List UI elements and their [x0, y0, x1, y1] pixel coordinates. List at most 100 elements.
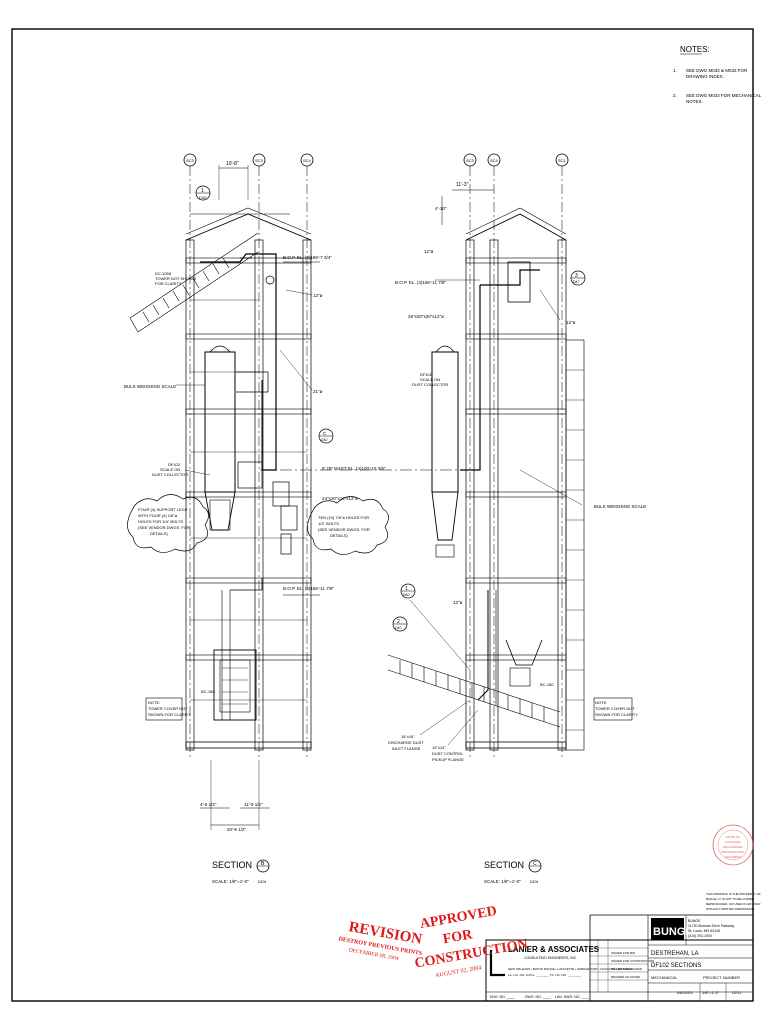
seal-note-4: WITHOUT WRITTEN PERMISSION. — [706, 907, 755, 911]
sheet-title: DF102 SECTIONS — [651, 963, 701, 969]
section-c-labels: SC3 SC4 SC1 11'-3" 4'-10" 12"ø 3 D47 B.O… — [388, 158, 646, 884]
pickup-1: 10"x14" — [432, 745, 446, 750]
section-c-sheet: D204 — [530, 880, 538, 884]
grid-label-c3: SC1 — [558, 158, 567, 163]
discharge-2: DISCHARGE DUST — [388, 740, 424, 745]
bubble-ref-b: D40 — [199, 195, 207, 200]
cloud-left-4: (SEE VENDOR DWGS. FOR — [138, 525, 190, 530]
dim-top-b: 10'-8" — [226, 161, 239, 167]
df-scale-c-3: DUST COLLECTOR — [412, 382, 448, 387]
tower-not-shown-2: TOWER NOT SHOWN — [155, 276, 196, 281]
tower-not-shown-1: DC-1058 — [155, 271, 172, 276]
note-box-c-2: TOWER COVER NOT — [595, 706, 635, 711]
approved-stamp-1: APPROVED — [419, 904, 498, 932]
discharge-3: INLET FLANGE — [392, 746, 421, 751]
company-addr-3: St. Louis, MO 63146 — [688, 929, 720, 933]
seal-line-3: REGISTERED — [723, 845, 743, 849]
note-box-c-1: NOTE: — [595, 700, 607, 705]
bottom-row-2: DWG. NO. ____ — [525, 995, 551, 999]
dim-b-b: 11'-9 1/2" — [244, 802, 263, 807]
approved-stamp-2: FOR — [442, 927, 475, 947]
cloud-left-2: WITH FOUR (4) 1/8"ø — [138, 513, 178, 518]
firm-addr-2: LA. LIC. NO. AUTH. ________ TX. LIC. NO.… — [508, 973, 581, 977]
df-scale-c-1: DF102 — [420, 372, 433, 377]
dim-top-c: 11'-3" — [456, 182, 469, 188]
section-c-letter: C — [533, 861, 537, 867]
bulk-scale-b: BULK WEIGHING SCALE — [124, 384, 176, 389]
tower-not-shown-3: FOR CLARITY — [155, 281, 182, 286]
seal-line-1: STATE OF — [726, 835, 740, 839]
rev-row-2: ISSUED FOR CONSTRUCTION — [611, 959, 654, 963]
discharge-1: 16"x16" — [401, 734, 415, 739]
section-c-scale: SCALE: 1/8"=1'-0" — [484, 879, 521, 884]
bubble-3-ref-c: D47 — [573, 280, 579, 284]
note-1-line-2: DRAWING INDEX. — [686, 74, 724, 79]
notes-heading: NOTES: — [680, 45, 710, 54]
pipe-b-c: 12"ø — [566, 320, 576, 325]
note-1-num: 1. — [673, 68, 677, 73]
top-elevation-c: B.O.P. EL. (4)166'-11 7/8" — [395, 280, 446, 285]
firm-addr-1: NEW ORLEANS • BATON ROUGE • LAFAYETTE • … — [508, 967, 631, 971]
firm-name: LANIER & ASSOCIATES — [508, 945, 600, 954]
df-scale-c-2: SCALE ON — [420, 377, 440, 382]
cloud-right-1: TEN (10) 7/8"ø HOLES FOR — [318, 515, 369, 520]
seal-line-4: PROFESSIONAL — [721, 850, 745, 854]
section-b-letter: B — [261, 861, 265, 867]
bubble-c-ref-b: D40 — [321, 438, 327, 442]
seal-line-5: ENGINEER — [725, 855, 742, 859]
drawing-number: D212 — [732, 990, 742, 995]
df-scale-b-1: DF102 — [168, 462, 181, 467]
section-c-title: SECTION — [484, 860, 524, 870]
top-elevation-b: B.O.P. EL. (4)166'-7 3/4" — [283, 255, 332, 260]
title-block — [485, 914, 754, 1002]
section-b-labels: SC3 SC3 SC4 10'-8" 1 D40 B.O.P. EL. (4)1… — [124, 158, 386, 884]
cloud-right-2: 1/2" BOLTS — [318, 521, 339, 526]
pipe-label-b-upper: 12"ø — [313, 293, 323, 298]
note-1-line-1: SEE DWG M032 & M033 FOR — [686, 68, 748, 73]
grid-label-b1: SC3 — [186, 158, 195, 163]
seal-line-2: LOUISIANA — [725, 840, 741, 844]
cloud-right-3: (SEE VENDOR DWGS. FOR — [318, 527, 370, 532]
bulk-scale-c: BULK WEIGHING SCALE — [594, 504, 646, 509]
df-scale-b-2: SCALE ON — [160, 467, 180, 472]
discipline: MECHANICAL — [651, 975, 678, 980]
section-b-sheet: D204 — [258, 880, 266, 884]
duct-size-b: 24"x20"x14"x12"ø — [322, 496, 358, 501]
drawing-date: 04/02/03 — [677, 990, 693, 995]
cloud-right-4: DETAILS) — [330, 533, 348, 538]
dim-c-b: 20'-9 1/2" — [227, 827, 246, 832]
section-b-title: SECTION — [212, 860, 252, 870]
dim-a-b: 4'-6 1/2" — [200, 802, 217, 807]
bubble-3-c: 3 — [575, 273, 578, 279]
df-scale-b-3: DUST COLLECTOR — [152, 472, 188, 477]
bottom-row-1: ENG. NO. ____ — [490, 995, 515, 999]
pipe-a-c: 12"ø — [424, 249, 434, 254]
rev-row-3: ISSUED FOR REVIEW — [611, 967, 642, 971]
section-b-drawing — [127, 153, 470, 830]
duct-c: 26"x20"x20"x12"ø — [408, 314, 444, 319]
grid-label-b3: SC4 — [303, 158, 312, 163]
note-box-c-3: SHOWN FOR CLARITY — [595, 712, 638, 717]
approved-stamp-date: AUGUST 02, 2004 — [435, 965, 482, 979]
bubble-num-b: 1 — [201, 188, 204, 194]
note-box-b-1: NOTE: — [148, 700, 160, 705]
company-addr-2: 11720 Borman Drive Parkway — [688, 924, 734, 928]
seal-note-1: THIS DRAWING IS THE PROPERTY OF — [706, 892, 761, 896]
cloud-left-1: FOUR (4) SUPPORT LEGS — [138, 507, 188, 512]
pipe-c-small: 12"ø — [453, 600, 463, 605]
rev-row-4: REVISED AS NOTED — [611, 975, 641, 979]
note-2-num: 2. — [673, 93, 677, 98]
bubble-2-ref-c: D40 — [395, 626, 401, 630]
note-2-line-2: NOTES. — [686, 99, 703, 104]
grid-label-b2: SC3 — [255, 158, 264, 163]
bubble-c-b: C — [323, 431, 327, 436]
mid-elevation-b: B.O.P. EL. (4)166'-11 7/8" — [283, 586, 334, 591]
sheet-border — [11, 28, 754, 1002]
note-box-b-2: TOWER COVER NOT — [148, 706, 188, 711]
cloud-left-5: DETAILS) — [150, 531, 168, 536]
drawing-scale: 1/8"=1'-0" — [702, 990, 720, 995]
section-b-scale: SCALE: 1/8"=1'-0" — [212, 879, 249, 884]
note-box-b-3: SHOWN FOR CLARITY — [148, 712, 191, 717]
bubble-1-ref-c: D40 — [403, 593, 409, 597]
